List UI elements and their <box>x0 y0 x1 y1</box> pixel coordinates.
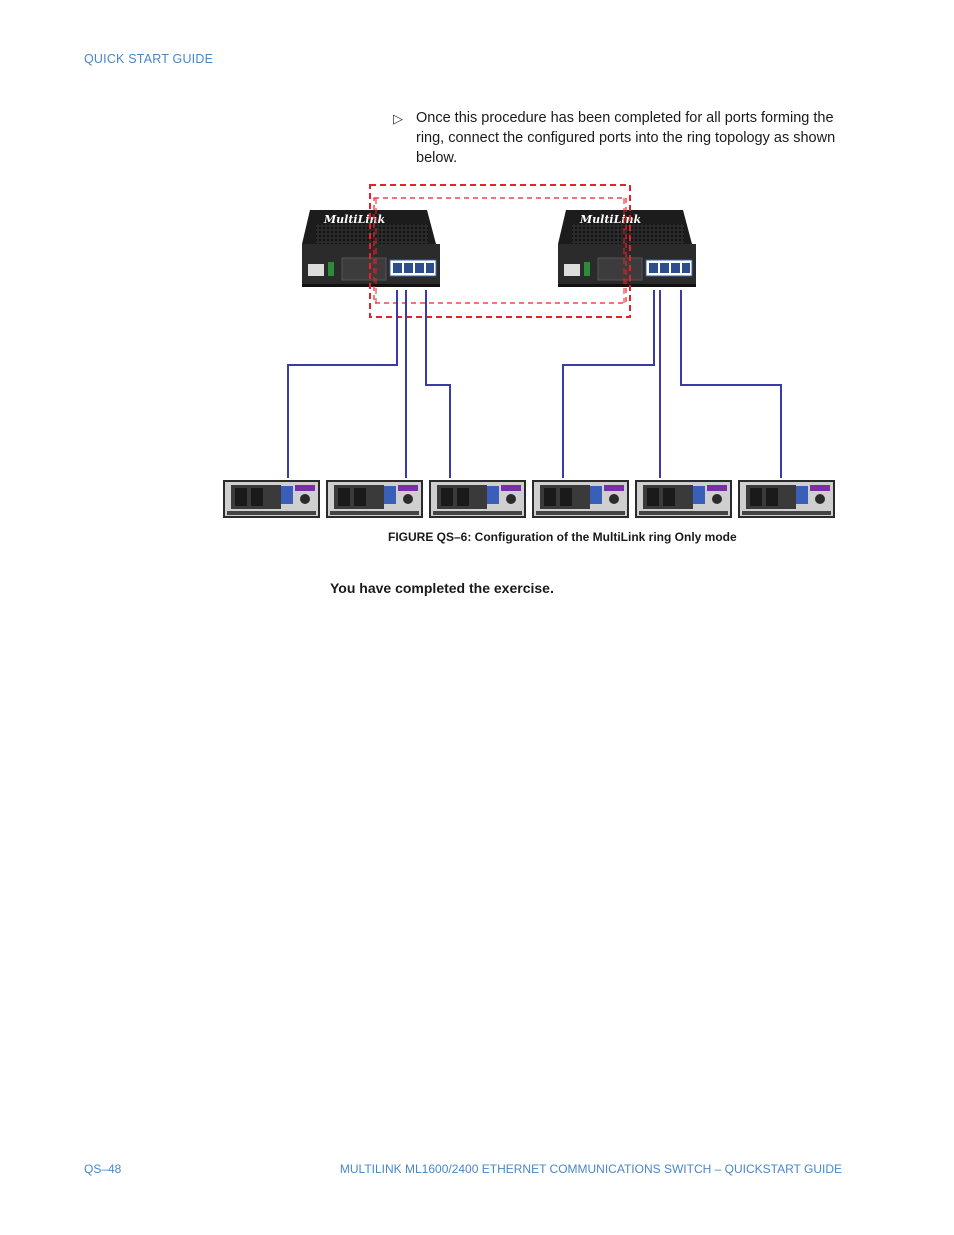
device-links <box>287 290 782 478</box>
ring-dashed-connections <box>369 184 631 318</box>
relay-row <box>223 480 835 518</box>
completion-text: You have completed the exercise. <box>330 580 554 596</box>
switch-right-brand: MultiLink <box>579 213 642 226</box>
relay-unit <box>326 480 423 518</box>
relay-unit <box>429 480 526 518</box>
bullet-text: Once this procedure has been completed f… <box>416 110 836 166</box>
triangle-bullet-icon: ▷ <box>393 111 403 126</box>
relay-unit <box>532 480 629 518</box>
ring-topology-diagram: MultiLink MultiLink <box>223 184 835 518</box>
footer-title: MULTILINK ML1600/2400 ETHERNET COMMUNICA… <box>339 1162 842 1176</box>
relay-unit <box>635 480 732 518</box>
running-header: QUICK START GUIDE <box>84 52 214 66</box>
ring-topology-figure: MultiLink MultiLink <box>220 180 840 525</box>
page-number: QS–48 <box>84 1162 122 1176</box>
relay-unit <box>223 480 320 518</box>
multilink-switch-right: MultiLink <box>558 210 696 287</box>
relay-unit <box>738 480 835 518</box>
figure-caption: FIGURE QS–6: Configuration of the MultiL… <box>388 530 737 544</box>
